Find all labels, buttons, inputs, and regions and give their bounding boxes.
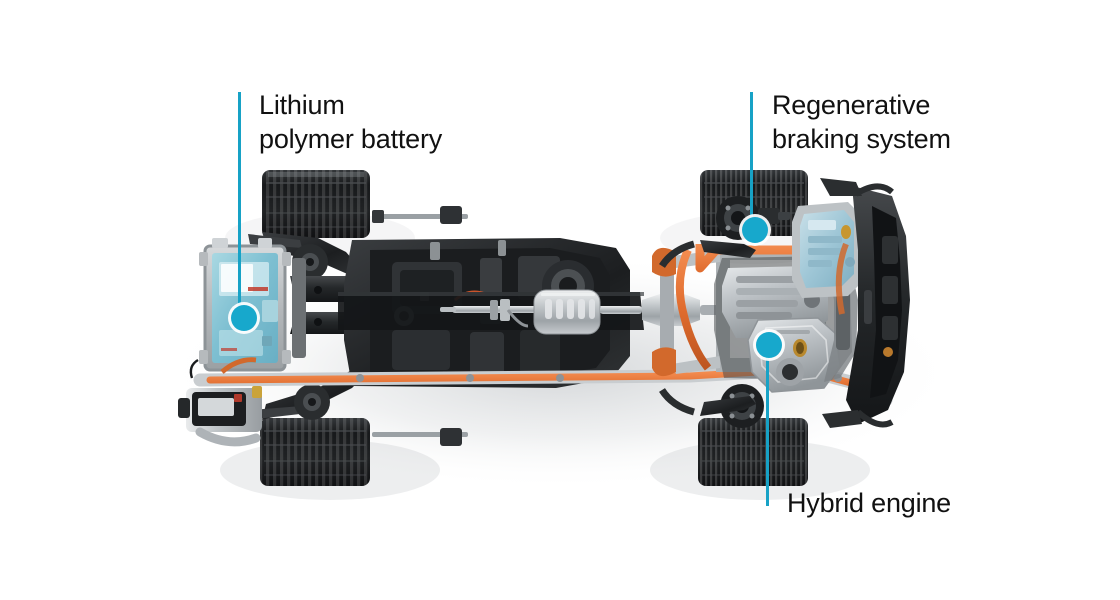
callout-leader-line-brake (750, 92, 753, 232)
callout-marker-brake[interactable] (742, 217, 768, 243)
callout-label-battery: Lithium polymer battery (259, 88, 442, 156)
driveshaft-exhaust-assembly (440, 289, 740, 335)
callout-label-brake-line2: braking system (772, 124, 951, 154)
firewall-bulkhead (835, 183, 910, 428)
callout-leader-line-engine (766, 344, 769, 506)
rear-axle-assembly (248, 170, 468, 486)
rear-control-module (178, 386, 262, 447)
callout-marker-engine[interactable] (756, 332, 782, 358)
tire-front-lower (698, 418, 808, 486)
muffler-ribs (541, 293, 595, 319)
callout-label-brake: Regenerative braking system (772, 88, 951, 156)
callout-label-brake-line1: Regenerative (772, 90, 931, 120)
tire-rear-upper (262, 170, 370, 238)
callout-label-battery-line1: Lithium (259, 90, 345, 120)
front-suspension (659, 240, 756, 416)
tire-rear-lower (260, 418, 370, 486)
callout-marker-battery[interactable] (231, 305, 257, 331)
fuel-tank-module (344, 238, 630, 388)
callout-label-engine-line1: Hybrid engine (787, 488, 952, 518)
callout-leader-line-battery (238, 92, 241, 320)
callout-label-engine: Hybrid engine (787, 486, 951, 520)
callout-label-battery-line2: polymer battery (259, 124, 443, 154)
